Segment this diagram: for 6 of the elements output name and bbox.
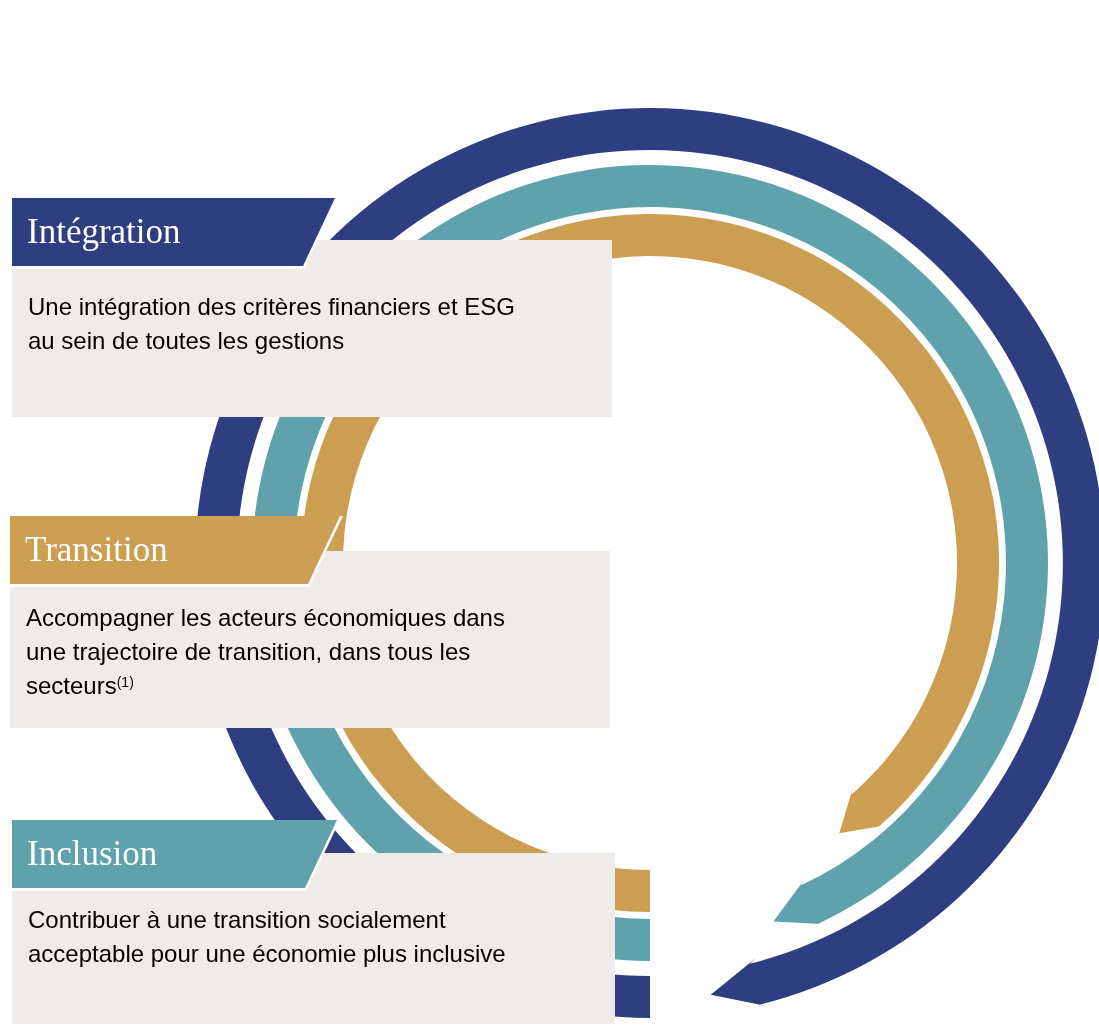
heading-tab: Intégration bbox=[12, 198, 335, 266]
description-text: Contribuer à une transition socialement acceptable pour une économie plus inclusive bbox=[28, 905, 507, 969]
heading-tab: Inclusion bbox=[12, 820, 337, 888]
heading-tab: Transition bbox=[10, 516, 340, 584]
description-text: Une intégration des critères financiers et ESG au sein de toutes les gestions bbox=[28, 292, 516, 356]
description-text: Accompagner les acteurs économiques dans une trajectoire de transition, dans tous les secteurs$^{(1)}$ bbox=[26, 603, 506, 701]
